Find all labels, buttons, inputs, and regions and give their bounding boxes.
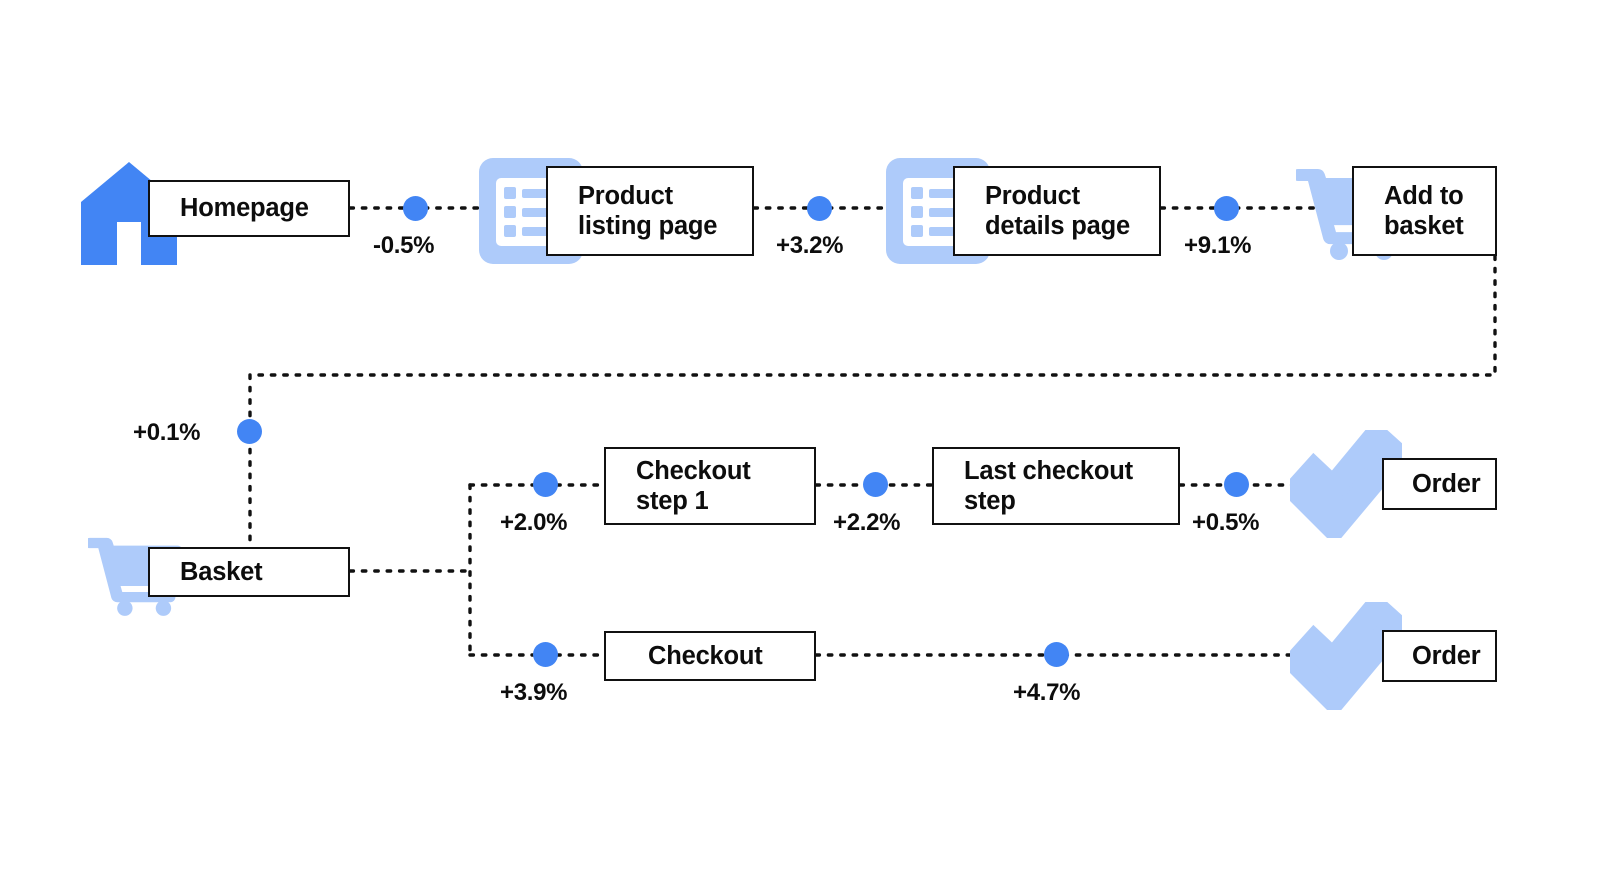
node-label: Basket bbox=[180, 557, 263, 586]
check-icon bbox=[1290, 430, 1402, 538]
node-checkout[interactable]: Checkout bbox=[604, 631, 816, 681]
transition-dot-step1-laststep[interactable] bbox=[863, 472, 888, 497]
node-checkout-step-1[interactable]: Checkout step 1 bbox=[604, 447, 816, 525]
transition-dot-checkout-order[interactable] bbox=[1044, 642, 1069, 667]
node-label: Product details page bbox=[985, 181, 1130, 240]
edge-add-to-basket-to-basket bbox=[248, 254, 1497, 549]
transition-label-basket-checkout: +3.9% bbox=[500, 679, 568, 706]
node-order-bottom[interactable]: Order bbox=[1382, 630, 1497, 682]
node-label: Homepage bbox=[180, 194, 309, 223]
node-label: Order bbox=[1412, 641, 1481, 670]
transition-label-basket-step1: +2.0% bbox=[500, 509, 568, 536]
transition-label-details-basket: +9.1% bbox=[1184, 232, 1252, 259]
transition-dot-basket-step1[interactable] bbox=[533, 472, 558, 497]
transition-dot-details-basket[interactable] bbox=[1214, 196, 1239, 221]
transition-dot-laststep-order[interactable] bbox=[1224, 472, 1249, 497]
node-product-details-page[interactable]: Product details page bbox=[953, 166, 1161, 256]
transition-label-addtobasket-basket: +0.1% bbox=[133, 419, 201, 446]
transition-dot-basket-checkout[interactable] bbox=[533, 642, 558, 667]
transition-dot-listing-details[interactable] bbox=[807, 196, 832, 221]
node-label: Checkout step 1 bbox=[636, 456, 751, 515]
node-label: Last checkout step bbox=[964, 456, 1133, 515]
transition-label-listing-details: +3.2% bbox=[776, 232, 844, 259]
node-label: Product listing page bbox=[578, 181, 718, 240]
transition-label-checkout-order: +4.7% bbox=[1013, 679, 1081, 706]
node-order-top[interactable]: Order bbox=[1382, 458, 1497, 510]
node-homepage[interactable]: Homepage bbox=[148, 180, 350, 237]
node-product-listing-page[interactable]: Product listing page bbox=[546, 166, 754, 256]
transition-label-laststep-order: +0.5% bbox=[1192, 509, 1260, 536]
check-icon bbox=[1290, 602, 1402, 710]
node-add-to-basket[interactable]: Add to basket bbox=[1352, 166, 1497, 256]
node-last-checkout-step[interactable]: Last checkout step bbox=[932, 447, 1180, 525]
node-label: Order bbox=[1412, 469, 1481, 498]
node-label: Checkout bbox=[648, 641, 763, 670]
transition-label-step1-laststep: +2.2% bbox=[833, 509, 901, 536]
transition-dot-homepage-listing[interactable] bbox=[403, 196, 428, 221]
node-label: Add to basket bbox=[1384, 181, 1464, 240]
transition-label-homepage-listing: -0.5% bbox=[373, 232, 435, 259]
node-basket[interactable]: Basket bbox=[148, 547, 350, 597]
transition-dot-addtobasket-basket[interactable] bbox=[237, 419, 262, 444]
